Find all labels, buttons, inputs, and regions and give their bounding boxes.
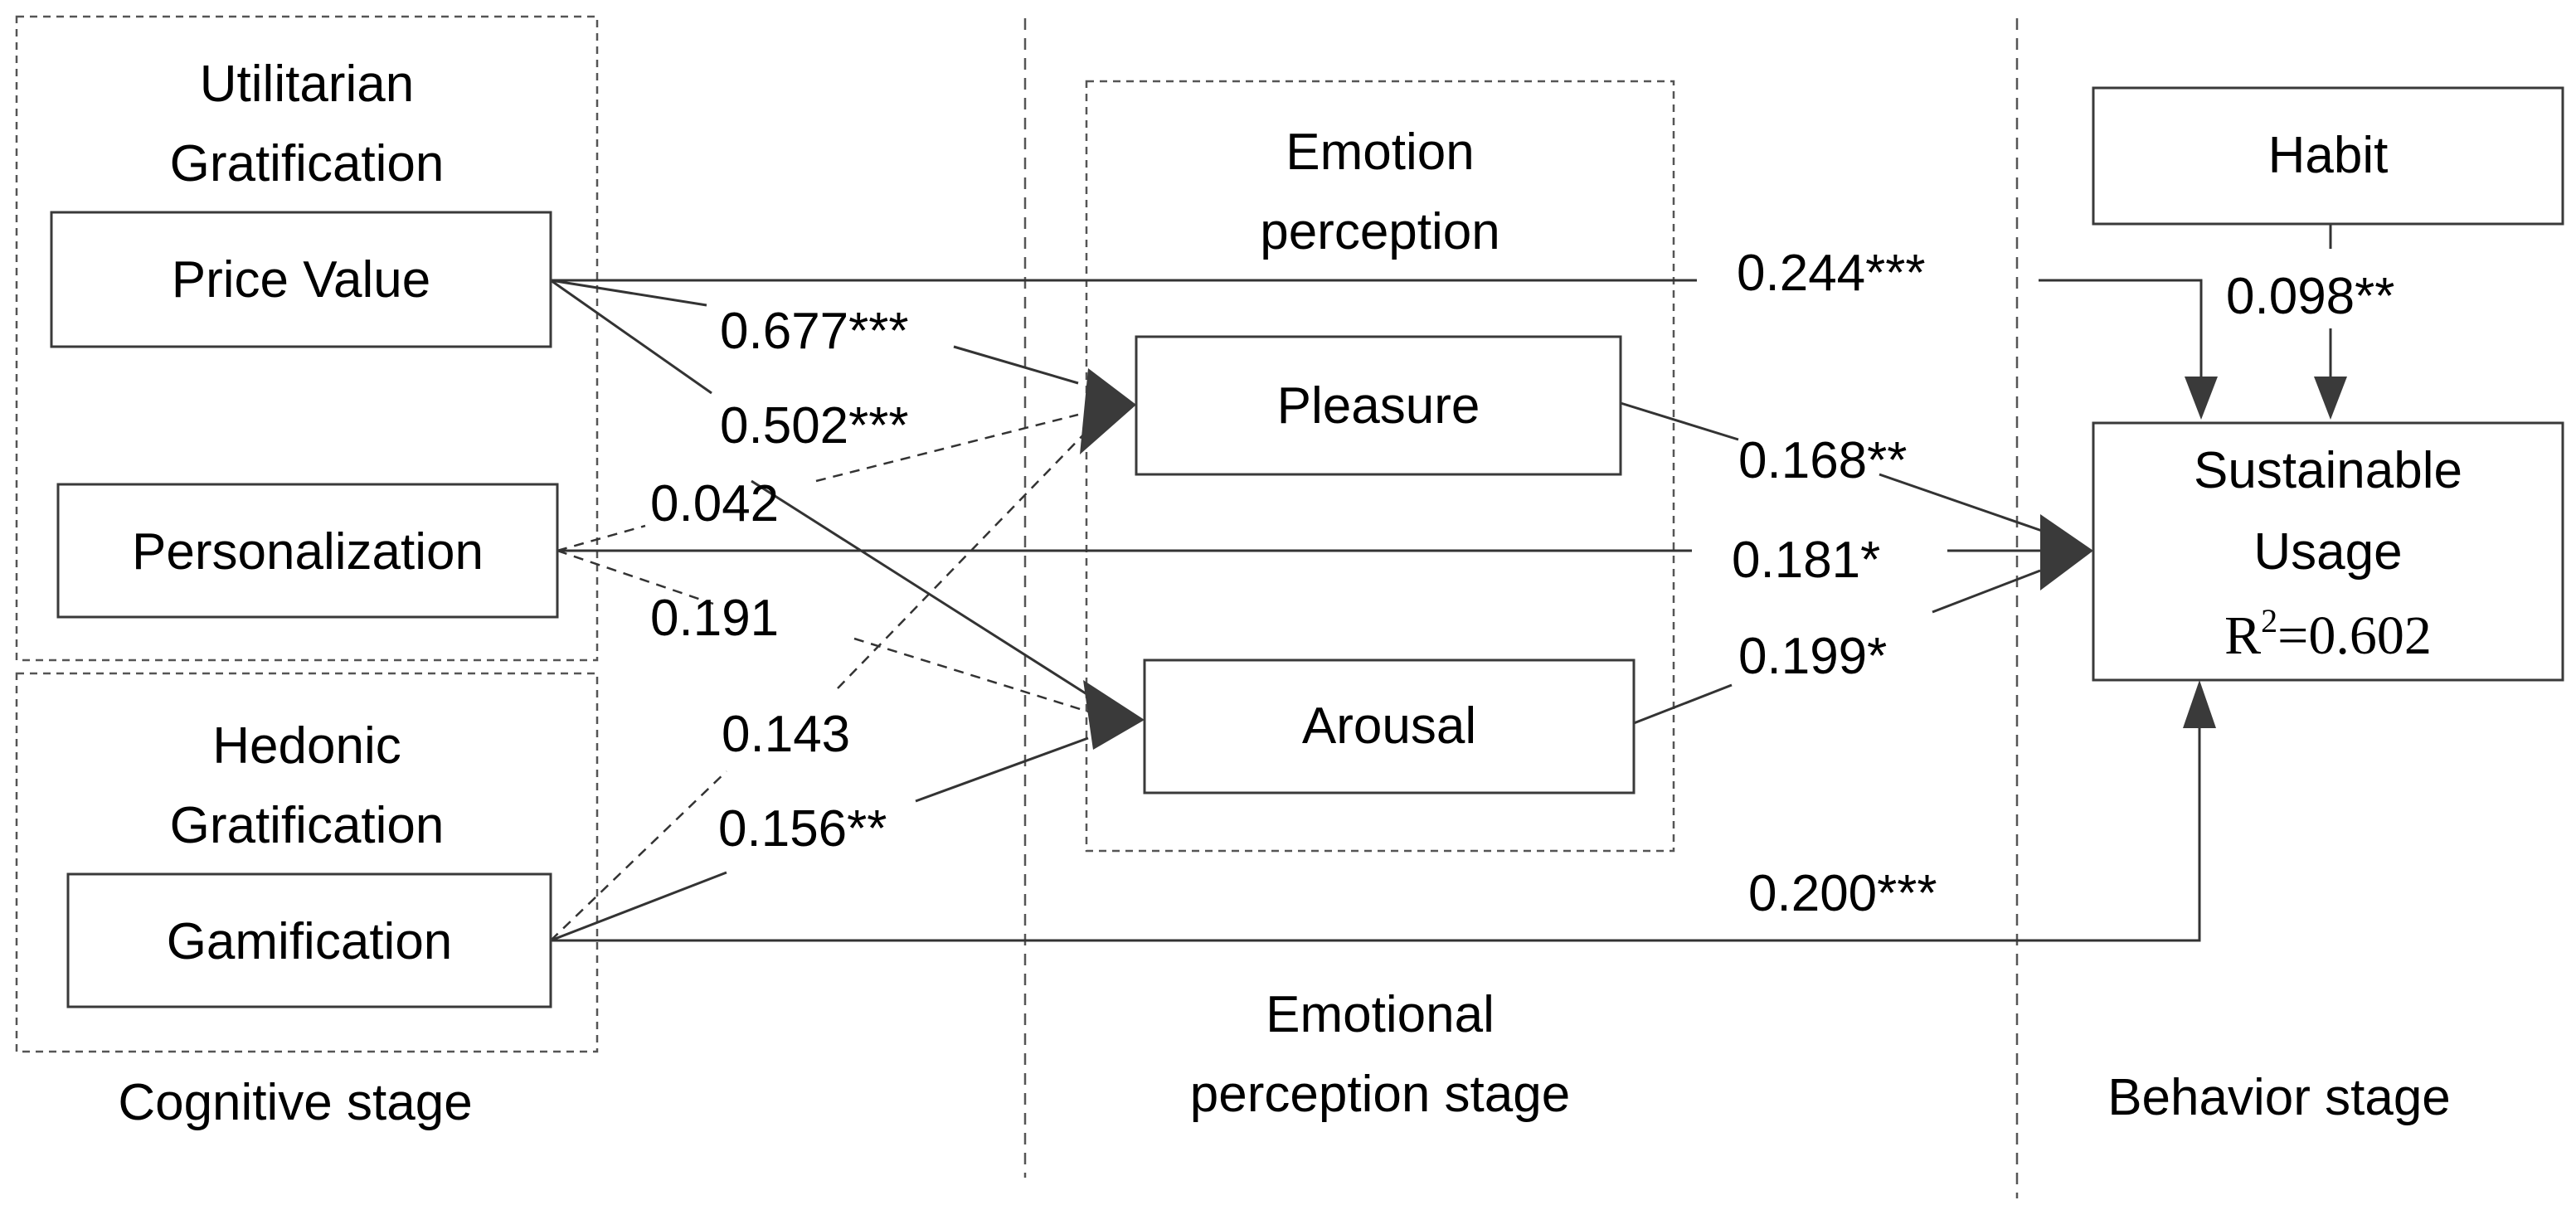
- sustainable-usage-box: [2092, 421, 2564, 682]
- path-arousal-to-usage-upper: [1932, 569, 2041, 614]
- path-price-to-arousal: [550, 279, 712, 395]
- coef-arousal-to-usage: 0.199*: [1738, 628, 1887, 685]
- stage-emotional-line2: perception stage: [1190, 1066, 1570, 1123]
- coef-price-to-usage: 0.244***: [1737, 245, 1926, 302]
- arousal-label: Arousal: [1302, 697, 1476, 755]
- path-pleasure-to-usage-lower: [1879, 473, 2043, 532]
- utilitarian-title-line2: Gratification: [170, 135, 445, 192]
- r-squared-number: =0.602: [2277, 605, 2432, 666]
- coef-habit-to-usage: 0.098**: [2226, 268, 2394, 325]
- sustainable-usage-line1: Sustainable: [2194, 442, 2462, 499]
- coef-gamification-to-usage: 0.200***: [1748, 865, 1937, 922]
- habit-box: [2092, 86, 2564, 226]
- coef-pleasure-to-usage: 0.168**: [1738, 432, 1907, 489]
- arrowhead-into-arousal: [1083, 680, 1145, 750]
- gamification-box: [66, 872, 552, 1008]
- path-personalization-to-pleasure: [557, 524, 646, 552]
- hedonic-title-line2: Gratification: [170, 797, 445, 854]
- emotion-group-frame: [1085, 80, 1675, 853]
- arrowhead-into-pleasure: [1080, 368, 1136, 454]
- coef-price-to-pleasure: 0.677***: [720, 303, 909, 360]
- price-value-label: Price Value: [172, 251, 430, 309]
- sustainable-usage-line2: Usage: [2253, 523, 2402, 581]
- hedonic-group-frame: [15, 672, 599, 1053]
- path-price-to-usage-cont: [2039, 279, 2203, 390]
- pleasure-label: Pleasure: [1277, 377, 1480, 435]
- path-pleasure-to-usage: [1620, 401, 1739, 441]
- coef-gamification-to-pleasure: 0.143: [722, 706, 850, 763]
- arousal-box: [1143, 658, 1636, 795]
- arrowhead-gamification-to-usage: [2183, 680, 2216, 728]
- gamification-label: Gamification: [167, 913, 453, 970]
- coef-price-to-arousal: 0.502***: [720, 397, 909, 454]
- emotion-title-line1: Emotion: [1286, 124, 1474, 181]
- path-arousal-to-usage: [1633, 683, 1733, 725]
- utilitarian-group-frame: [15, 15, 599, 662]
- utilitarian-title-line1: Utilitarian: [200, 56, 414, 113]
- stage-emotional-line1: Emotional: [1266, 986, 1495, 1043]
- path-gamification-to-arousal-upper: [915, 736, 1089, 803]
- path-price-to-arousal-lower: [751, 479, 1089, 697]
- r-squared-superscript: 2: [2261, 602, 2277, 639]
- r-squared-prefix: R: [2224, 605, 2261, 666]
- path-personalization-to-arousal-lower: [853, 637, 1089, 713]
- hedonic-title-line1: Hedonic: [212, 717, 401, 775]
- path-gamification-to-usage: [551, 728, 2201, 942]
- coef-gamification-to-arousal: 0.156**: [718, 800, 887, 858]
- stage-behavior-label: Behavior stage: [2107, 1069, 2451, 1126]
- path-gamification-to-arousal: [550, 871, 727, 942]
- arrowhead-into-usage: [2040, 514, 2093, 590]
- r-squared-value: R2=0.602: [2224, 602, 2432, 666]
- habit-label: Habit: [2268, 127, 2389, 184]
- arrowhead-price-to-usage: [2185, 377, 2218, 420]
- personalization-label: Personalization: [132, 523, 484, 581]
- path-gamification-to-pleasure: [550, 770, 727, 941]
- arrowhead-habit-to-usage: [2314, 377, 2347, 420]
- personalization-box: [56, 483, 559, 619]
- path-price-to-pleasure: [550, 279, 707, 307]
- coef-personalization-to-pleasure: 0.042: [650, 475, 779, 532]
- emotion-title-line2: perception: [1260, 203, 1500, 260]
- price-value-box: [50, 211, 552, 348]
- pleasure-box: [1135, 335, 1622, 476]
- stage-cognitive-label: Cognitive stage: [118, 1074, 472, 1131]
- coef-personalization-to-usage: 0.181*: [1732, 532, 1880, 589]
- path-gamification-to-pleasure-upper: [837, 422, 1096, 689]
- coef-personalization-to-arousal: 0.191: [650, 590, 779, 647]
- path-price-to-pleasure-lower: [953, 345, 1079, 385]
